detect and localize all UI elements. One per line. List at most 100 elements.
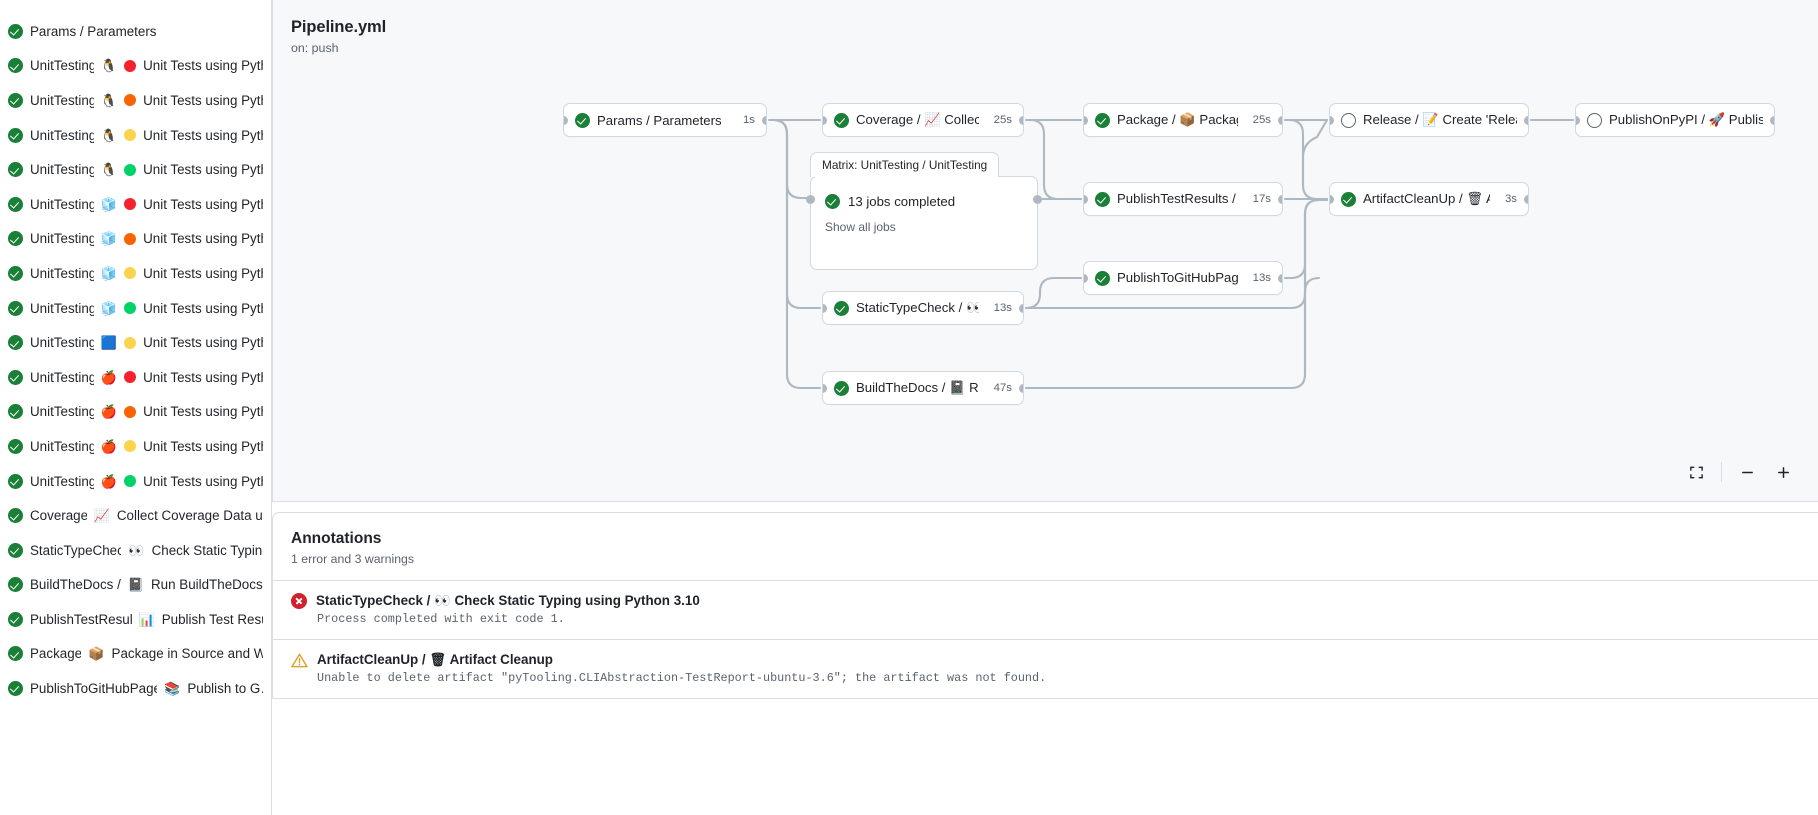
- success-check-icon: [8, 23, 23, 39]
- sidebar-job-item[interactable]: UnitTesting / 🍎Unit Tests using Pyth…: [0, 360, 271, 395]
- graph-node[interactable]: BuildTheDocs / 📓 Run Buil…47s: [822, 371, 1024, 405]
- sidebar-job-item[interactable]: UnitTesting / 🧊Unit Tests using Pyth…: [0, 187, 271, 222]
- node-port-out: [1019, 304, 1023, 313]
- sidebar-job-step-name: Unit Tests using Pyth…: [143, 58, 263, 74]
- pending-circle-icon: [1341, 112, 1356, 128]
- show-all-jobs-link[interactable]: Show all jobs: [825, 220, 896, 234]
- sidebar-job-step-name: Unit Tests using Pyth…: [143, 162, 263, 178]
- graph-zoom-controls[interactable]: [1685, 461, 1794, 483]
- graph-node-label: PublishToGitHubPages / 📚 …: [1117, 270, 1238, 285]
- matrix-port-in: [806, 195, 815, 204]
- node-port-out: [1524, 195, 1528, 204]
- workflow-title: Pipeline.yml: [291, 18, 387, 36]
- sidebar-job-label: PublishTestResults /: [30, 611, 132, 627]
- job-emoji-icon: 🐧: [100, 127, 118, 143]
- success-check-icon: [8, 127, 23, 143]
- sidebar-job-item[interactable]: Package / 📦Package in Source and Wh…: [0, 637, 271, 672]
- matrix-summary: 13 jobs completed: [848, 194, 956, 209]
- success-check-icon: [8, 542, 23, 558]
- annotation-row[interactable]: StaticTypeCheck / 👀 Check Static Typing …: [273, 580, 1818, 639]
- sidebar-job-label: UnitTesting /: [30, 300, 94, 316]
- success-check-icon: [8, 300, 23, 316]
- zoom-out-button[interactable]: [1736, 461, 1758, 483]
- annotation-message: Process completed with exit code 1.: [317, 612, 565, 626]
- python-version-dot-icon: [124, 336, 137, 349]
- sidebar-job-item[interactable]: BuildTheDocs / 📓Run BuildTheDocs: [0, 568, 271, 603]
- sidebar-job-item[interactable]: UnitTesting / 🐧Unit Tests using Pyth…: [0, 83, 271, 118]
- sidebar-job-item[interactable]: UnitTesting / 🐧Unit Tests using Pyth…: [0, 118, 271, 153]
- success-check-icon: [8, 265, 23, 281]
- graph-node[interactable]: ArtifactCleanUp / 🗑 Artifac…3s: [1329, 182, 1529, 216]
- matrix-group[interactable]: Matrix: UnitTesting / UnitTesting 13 job…: [806, 152, 1042, 270]
- annotations-card: Annotations 1 error and 3 warnings Stati…: [272, 512, 1818, 699]
- success-check-icon: [8, 508, 23, 524]
- success-check-icon: [8, 335, 23, 351]
- sidebar-job-item[interactable]: PublishTestResults / 📊Publish Test Resu…: [0, 602, 271, 637]
- sidebar-job-item[interactable]: UnitTesting / 🟦Unit Tests using Pyth…: [0, 325, 271, 360]
- sidebar-job-item[interactable]: UnitTesting / 🍎Unit Tests using Pyth…: [0, 429, 271, 464]
- sidebar-job-item[interactable]: UnitTesting / 🍎Unit Tests using Pyth…: [0, 464, 271, 499]
- workflow-graph-card[interactable]: Pipeline.yml on: push: [272, 0, 1818, 502]
- sidebar-job-item[interactable]: Params / Parameters: [0, 14, 271, 49]
- graph-node-duration: 25s: [993, 114, 1012, 126]
- job-emoji-icon: 🍎: [100, 369, 118, 385]
- workflow-header: Pipeline.yml on: push: [273, 0, 1818, 55]
- sidebar-job-item[interactable]: PublishToGitHubPages / 📚Publish to G…: [0, 671, 271, 706]
- success-check-icon: [8, 473, 23, 489]
- graph-node[interactable]: Release / 📝 Create 'Release P…: [1329, 103, 1529, 137]
- sidebar-job-label: UnitTesting /: [30, 473, 94, 489]
- sidebar-job-label: UnitTesting /: [30, 58, 94, 74]
- pending-circle-icon: [1587, 112, 1602, 128]
- node-port-out: [1019, 384, 1023, 393]
- sidebar-job-step-name: Collect Coverage Data usi…: [116, 508, 263, 524]
- job-emoji-icon: 📚: [164, 681, 181, 697]
- graph-node-label: Coverage / 📈 Collect Cove…: [856, 112, 979, 127]
- success-check-icon: [8, 369, 23, 385]
- sidebar-job-item[interactable]: UnitTesting / 🍎Unit Tests using Pyth…: [0, 395, 271, 430]
- sidebar-job-item[interactable]: UnitTesting / 🐧Unit Tests using Pyth…: [0, 152, 271, 187]
- success-check-icon: [8, 58, 23, 74]
- node-port-in: [564, 116, 568, 125]
- sidebar-job-step-name: Check Static Typing…: [151, 542, 263, 558]
- sidebar-job-step-name: Unit Tests using Pyth…: [143, 92, 263, 108]
- sidebar-job-item[interactable]: UnitTesting / 🧊Unit Tests using Pyth…: [0, 291, 271, 326]
- graph-node[interactable]: StaticTypeCheck / 👀 Chec…13s: [822, 291, 1024, 325]
- sidebar-job-step-name: Unit Tests using Pyth…: [143, 404, 263, 420]
- fit-screen-icon[interactable]: [1685, 461, 1707, 483]
- warning-icon: [291, 653, 308, 668]
- success-check-icon: [575, 112, 590, 128]
- matrix-port-out: [1033, 195, 1042, 204]
- sidebar-job-item[interactable]: Coverage / 📈Collect Coverage Data usi…: [0, 498, 271, 533]
- node-port-in: [1576, 116, 1580, 125]
- sidebar-job-item[interactable]: UnitTesting / 🧊Unit Tests using Pyth…: [0, 222, 271, 257]
- python-version-dot-icon: [124, 302, 137, 315]
- job-emoji-icon: 📊: [138, 611, 155, 627]
- python-version-dot-icon: [124, 59, 137, 72]
- success-check-icon: [8, 162, 23, 178]
- sidebar-job-step-name: Unit Tests using Pyth…: [143, 127, 263, 143]
- sidebar-job-item[interactable]: UnitTesting / 🧊Unit Tests using Pyth…: [0, 256, 271, 291]
- graph-node[interactable]: PublishOnPyPI / 🚀 Publish to …: [1575, 103, 1775, 137]
- node-port-out: [1524, 116, 1528, 125]
- job-emoji-icon: 🍎: [100, 438, 118, 454]
- graph-node[interactable]: PublishToGitHubPages / 📚 …13s: [1083, 261, 1283, 295]
- node-port-in: [1330, 195, 1334, 204]
- node-port-out: [1770, 116, 1774, 125]
- graph-node[interactable]: Coverage / 📈 Collect Cove… 25s: [822, 103, 1024, 137]
- graph-node[interactable]: Package / 📦 Package in So…25s: [1083, 103, 1283, 137]
- zoom-in-button[interactable]: [1772, 461, 1794, 483]
- sidebar-job-label: Params / Parameters: [30, 23, 157, 39]
- sidebar-job-label: UnitTesting /: [30, 369, 94, 385]
- graph-node[interactable]: PublishTestResults / 📊 Pu…17s: [1083, 182, 1283, 216]
- sidebar-job-item[interactable]: UnitTesting / 🐧 Unit Tests using Pyth…: [0, 49, 271, 84]
- job-emoji-icon: 🐧: [100, 58, 118, 74]
- job-emoji-icon: 🐧: [100, 162, 118, 178]
- graph-node-duration: 25s: [1252, 114, 1271, 126]
- node-port-out: [1278, 116, 1282, 125]
- sidebar-job-item[interactable]: StaticTypeCheck / 👀Check Static Typing…: [0, 533, 271, 568]
- graph-node-label: Release / 📝 Create 'Release P…: [1363, 112, 1517, 127]
